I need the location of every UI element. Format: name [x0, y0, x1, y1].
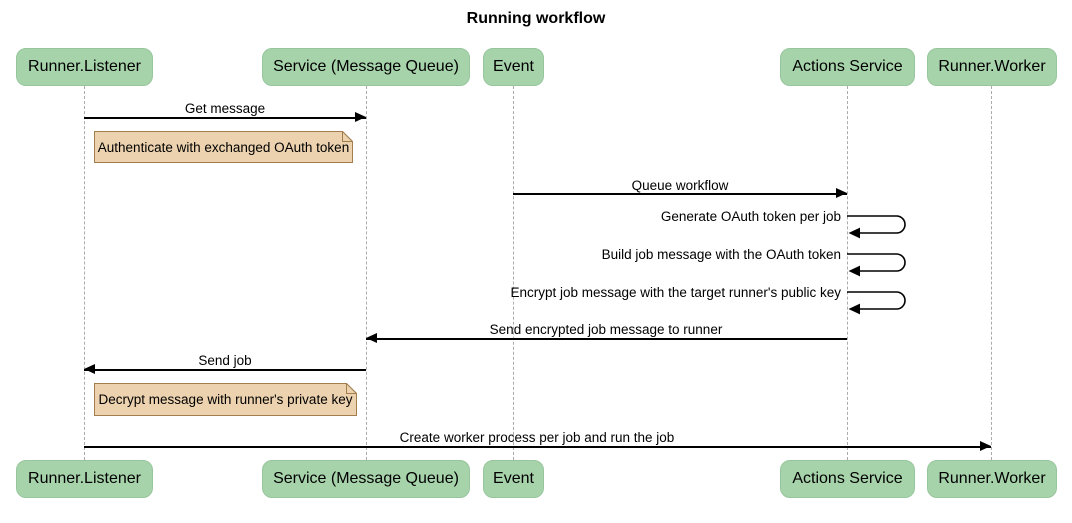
message-label: Generate OAuth token per job	[660, 209, 841, 224]
message-line	[84, 446, 991, 448]
participant-label: Event	[493, 58, 534, 75]
participant-label: Event	[493, 470, 534, 487]
participant-label: Service (Message Queue)	[273, 58, 459, 75]
message-line	[366, 338, 847, 340]
participant-label: Actions Service	[792, 58, 903, 75]
participant-label: Runner.Worker	[938, 58, 1046, 75]
diagram-title: Running workflow	[466, 10, 606, 27]
arrowhead-right-icon	[980, 441, 991, 451]
arrowhead-left-icon	[366, 333, 377, 343]
participant-label: Runner.Listener	[28, 470, 141, 487]
lifeline-actions-service	[847, 86, 848, 460]
note-shape	[94, 383, 357, 416]
participant-bottom-actions-service: Actions Service	[780, 460, 915, 498]
participant-top-runner-listener: Runner.Listener	[16, 48, 153, 86]
participant-label: Service (Message Queue)	[273, 470, 459, 487]
message-label: Get message	[184, 101, 266, 116]
arrowhead-left-icon	[84, 364, 95, 374]
self-loop-arrow-icon	[847, 215, 906, 239]
participant-label: Runner.Listener	[28, 58, 141, 75]
note-authenticate-oauth: Authenticate with exchanged OAuth token	[94, 131, 353, 163]
self-loop-arrow-icon	[847, 253, 906, 277]
lifeline-service-message-queue	[365, 86, 367, 460]
participant-top-actions-service: Actions Service	[780, 48, 915, 86]
lifeline-runner-listener	[84, 86, 85, 460]
participant-bottom-event: Event	[483, 460, 544, 498]
message-label: Create worker process per job and run th…	[399, 430, 675, 445]
participant-top-service-message-queue: Service (Message Queue)	[262, 48, 470, 86]
note-decrypt-message: Decrypt message with runner's private ke…	[94, 383, 357, 416]
participant-top-event: Event	[483, 48, 544, 86]
message-line	[513, 193, 847, 195]
message-label: Queue workflow	[631, 178, 729, 193]
message-line	[84, 117, 366, 119]
participant-bottom-runner-worker: Runner.Worker	[927, 460, 1057, 498]
arrowhead-right-icon	[355, 112, 366, 122]
participant-label: Runner.Worker	[938, 470, 1046, 487]
message-line	[84, 369, 366, 371]
message-label: Send job	[198, 353, 252, 368]
note-fold-icon	[346, 383, 357, 394]
lifeline-event	[513, 86, 514, 460]
participant-bottom-service-message-queue: Service (Message Queue)	[262, 460, 470, 498]
note-label: Decrypt message with runner's private ke…	[98, 392, 353, 407]
message-label: Build job message with the OAuth token	[601, 247, 841, 262]
message-label: Encrypt job message with the target runn…	[510, 285, 842, 300]
participant-bottom-runner-listener: Runner.Listener	[16, 460, 153, 498]
arrowhead-right-icon	[836, 188, 847, 198]
self-loop-arrow-icon	[847, 291, 906, 315]
participant-label: Actions Service	[792, 470, 903, 487]
message-label: Send encrypted job message to runner	[489, 322, 723, 337]
note-fold-icon	[342, 131, 353, 142]
lifeline-runner-worker	[991, 86, 992, 460]
note-shape	[94, 131, 353, 163]
note-label: Authenticate with exchanged OAuth token	[97, 139, 350, 155]
participant-top-runner-worker: Runner.Worker	[927, 48, 1057, 86]
